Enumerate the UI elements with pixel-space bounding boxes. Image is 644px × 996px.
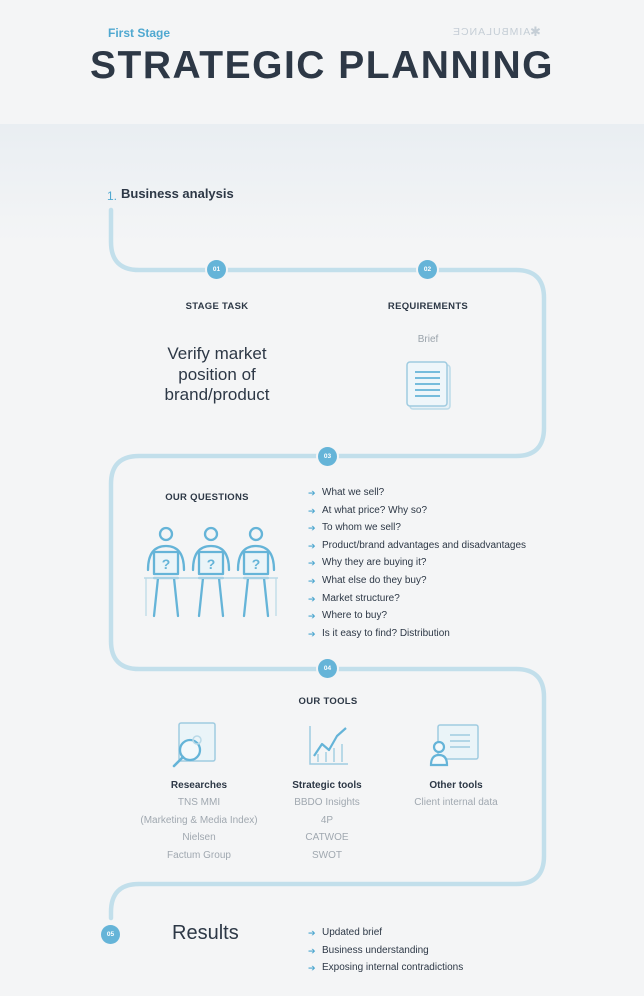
header-background-band bbox=[0, 124, 644, 244]
arrow-right-icon: ➔ bbox=[308, 488, 316, 498]
tool-item: CATWOE bbox=[305, 832, 349, 843]
tool-group-title: Strategic tools bbox=[292, 780, 362, 791]
document-icon bbox=[406, 361, 451, 410]
tool-item: (Marketing & Media Index) bbox=[140, 815, 258, 826]
step-node-04: 04 bbox=[318, 659, 337, 678]
tools-heading: OUR TOOLS bbox=[298, 696, 358, 707]
step-title: Business analysis bbox=[121, 186, 234, 201]
list-item: ➔Exposing internal contradictions bbox=[308, 962, 464, 974]
tool-item: BBDO Insights bbox=[294, 797, 360, 808]
svg-text:?: ? bbox=[207, 556, 216, 572]
list-item: ➔Where to buy? bbox=[308, 610, 388, 622]
arrow-right-icon: ➔ bbox=[308, 505, 316, 516]
tool-group-title: Researches bbox=[170, 780, 228, 791]
step-node-02: 02 bbox=[418, 260, 437, 279]
list-item: ➔At what price? Why so? bbox=[308, 504, 428, 516]
results-list: ➔Updated brief ➔Business understanding ➔… bbox=[308, 926, 463, 979]
list-item: ➔What else do they buy? bbox=[308, 574, 427, 586]
tool-item: Factum Group bbox=[167, 850, 231, 861]
list-item: ➔Updated brief bbox=[308, 927, 383, 938]
magnifier-icon bbox=[172, 722, 216, 768]
results-heading: Results bbox=[172, 922, 239, 944]
questions-heading: OUR QUESTIONS bbox=[165, 492, 249, 503]
tool-item: SWOT bbox=[312, 850, 342, 861]
snowflake-icon: ✱ bbox=[530, 24, 541, 39]
arrow-right-icon: ➔ bbox=[308, 558, 316, 569]
arrow-right-icon: ➔ bbox=[308, 593, 316, 604]
arrow-right-icon: ➔ bbox=[308, 928, 316, 938]
stage-task-text: Verify market position of brand/product bbox=[164, 344, 270, 404]
page-title: STRATEGIC PLANNING bbox=[90, 44, 554, 87]
tool-item: 4P bbox=[320, 815, 334, 826]
step-node-03: 03 bbox=[318, 447, 337, 466]
step-number: 1. bbox=[107, 189, 118, 203]
list-item: ➔What we sell? bbox=[308, 487, 385, 498]
arrow-right-icon: ➔ bbox=[308, 945, 316, 956]
user-card-icon bbox=[429, 724, 479, 767]
chart-icon bbox=[309, 726, 348, 765]
requirements-item: Brief bbox=[417, 334, 439, 345]
step-node-01: 01 bbox=[207, 260, 226, 279]
svg-text:?: ? bbox=[252, 556, 261, 572]
stage-task-heading: STAGE TASK bbox=[185, 301, 249, 312]
arrow-right-icon: ➔ bbox=[308, 628, 316, 639]
stage-label: First Stage bbox=[108, 26, 171, 40]
step-node-05: 05 bbox=[101, 925, 120, 944]
requirements-heading: REQUIREMENTS bbox=[387, 301, 469, 312]
arrow-right-icon: ➔ bbox=[308, 523, 316, 534]
tool-item: Nielsen bbox=[182, 832, 216, 843]
questions-list: ➔What we sell? ➔At what price? Why so? ➔… bbox=[308, 486, 526, 644]
list-item: ➔Market structure? bbox=[308, 592, 400, 604]
arrow-right-icon: ➔ bbox=[308, 540, 316, 551]
list-item: ➔Is it easy to find? Distribution bbox=[308, 627, 450, 639]
list-item: ➔Product/brand advantages and disadvanta… bbox=[308, 539, 527, 551]
arrow-right-icon: ➔ bbox=[308, 963, 316, 974]
list-item: ➔To whom we sell? bbox=[308, 522, 401, 534]
arrow-right-icon: ➔ bbox=[308, 611, 316, 622]
tool-item: Client internal data bbox=[414, 797, 498, 808]
list-item: ➔Business understanding bbox=[308, 944, 429, 956]
svg-text:?: ? bbox=[162, 556, 171, 572]
list-item: ➔Why they are buying it? bbox=[308, 557, 427, 569]
tool-item: TNS MMI bbox=[177, 797, 221, 808]
people-question-icon: ? ? ? bbox=[144, 526, 278, 618]
arrow-right-icon: ➔ bbox=[308, 575, 316, 586]
tool-group-title: Other tools bbox=[429, 780, 483, 791]
